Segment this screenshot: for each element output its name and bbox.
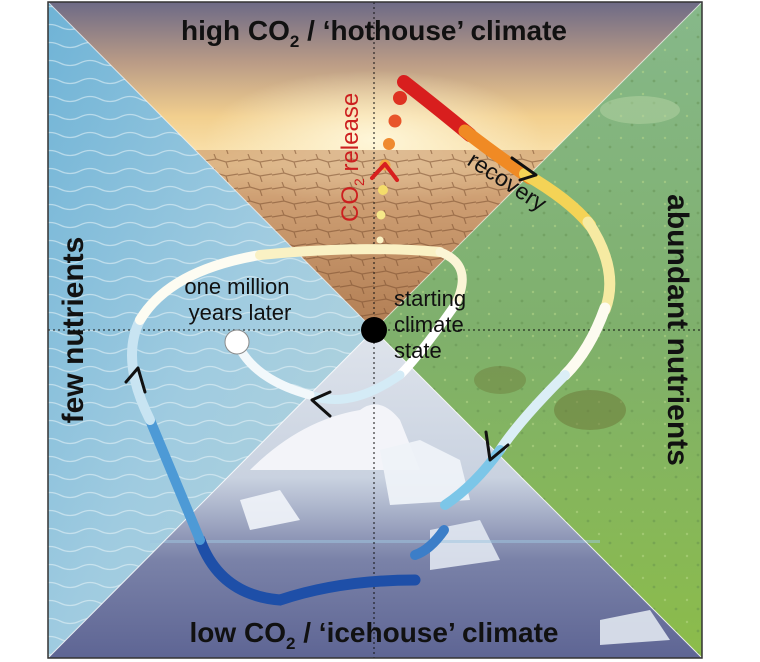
icehouse-quadrant bbox=[48, 330, 702, 658]
starting-state-label: starting climate state bbox=[394, 286, 472, 363]
abundant-nutrients-label: abundant nutrients bbox=[661, 194, 694, 466]
hothouse-label: high CO2 / ‘hothouse’ climate bbox=[181, 15, 567, 51]
end-state-marker bbox=[224, 329, 250, 355]
frame bbox=[47, 1, 703, 659]
hothouse-quadrant bbox=[48, 2, 702, 330]
return-arrow-icon bbox=[310, 390, 332, 418]
starting-state-marker bbox=[361, 317, 387, 343]
descent-arrow-icon bbox=[484, 430, 510, 462]
icehouse-label: low CO2 / ‘icehouse’ climate bbox=[190, 617, 559, 653]
upward-arrow-icon bbox=[124, 366, 147, 394]
few-nutrients-quadrant bbox=[48, 2, 374, 658]
co2-release-label: CO2 release bbox=[337, 93, 367, 222]
recovery-arrow-icon bbox=[510, 156, 538, 182]
co2-release-arrow-icon bbox=[370, 162, 399, 182]
few-nutrients-label: few nutrients bbox=[57, 237, 90, 424]
one-million-years-label: one million years later bbox=[184, 274, 295, 325]
climate-trajectory bbox=[127, 75, 616, 606]
direction-arrows bbox=[124, 156, 538, 462]
